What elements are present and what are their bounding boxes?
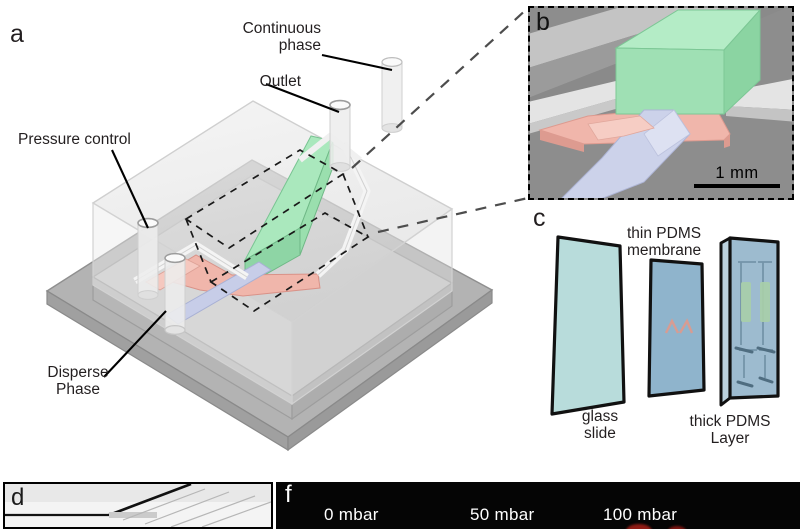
- panel-a: a: [10, 20, 494, 452]
- label-continuous-phase: Continuous phase: [242, 20, 321, 55]
- layer-thin-pdms-membrane: [647, 258, 706, 398]
- panel-b-letter: b: [536, 8, 550, 36]
- panel-d: d: [3, 482, 273, 529]
- micrograph-channel-band: [109, 512, 157, 518]
- micrograph-faint-lines: [122, 488, 271, 527]
- scale-bar-line: [694, 184, 780, 188]
- pink-membrane-edge: [540, 130, 584, 152]
- panel-b: b 1 mm: [528, 6, 794, 200]
- pink-membrane-edge-right: [724, 134, 730, 148]
- label-outlet: Outlet: [259, 73, 301, 90]
- port-outlet: [329, 99, 351, 172]
- panel-b-zoom-render: [530, 8, 792, 198]
- panel-c-letter: c: [533, 204, 546, 232]
- layer-thick-pdms: [719, 236, 780, 407]
- label-disperse-phase: Disperse Phase: [47, 364, 109, 399]
- pdms-slab-edge-right: [291, 281, 453, 421]
- layer-glass-slide: [550, 235, 626, 416]
- inset-selection-box: [184, 149, 370, 313]
- cover-right-face: [291, 207, 453, 406]
- scale-bar-label: 1 mm: [715, 163, 759, 182]
- panel-f-letter: f: [285, 482, 292, 508]
- label-glass-slide: glass slide: [581, 408, 619, 443]
- thick-pdms-chamber-right: [760, 282, 770, 322]
- panel-a-letter: a: [10, 20, 24, 48]
- panel-c: c: [520, 200, 800, 470]
- micrograph-edge-diagonal: [108, 484, 192, 517]
- scale-bar: 1 mm: [694, 163, 780, 188]
- label-pressure-control: Pressure control: [18, 131, 131, 148]
- wall-ridge-left-shadow: [530, 92, 640, 134]
- pressure-label-50: 50 mbar: [470, 505, 535, 524]
- green-chamber-zoom: [614, 8, 762, 116]
- panel-a-schematic: [45, 53, 494, 452]
- leader-disperse-phase: [103, 310, 167, 378]
- membrane-channel-hint-left: [664, 318, 680, 334]
- panel-c-exploded-view: [550, 235, 780, 416]
- label-thin-pdms-membrane: thin PDMS membrane: [627, 225, 702, 260]
- pressure-label-100: 100 mbar: [603, 505, 678, 524]
- port-pressure-control: [137, 217, 159, 300]
- thick-pdms-chamber-left: [741, 282, 751, 322]
- wall-ridge-right: [726, 79, 792, 110]
- droplet-blob-2: [668, 526, 686, 529]
- droplet-blob-1: [626, 524, 652, 529]
- pink-nozzle: [587, 115, 655, 141]
- label-thick-pdms-layer: thick PDMS Layer: [689, 413, 771, 448]
- wall-ridge-right-shadow: [726, 106, 792, 122]
- leader-outlet: [265, 83, 340, 113]
- base-plate-edge-right: [287, 288, 493, 452]
- pressure-label-0: 0 mbar: [324, 505, 379, 524]
- panel-f: f 0 mbar 50 mbar 100 mbar: [276, 482, 800, 529]
- blue-inlet-highlight: [643, 109, 691, 157]
- leader-pressure-control: [111, 149, 149, 229]
- membrane-channel-hint-right: [678, 318, 694, 334]
- wall-ridge-left: [530, 80, 640, 124]
- panel-d-letter: d: [11, 484, 25, 511]
- port-disperse-phase: [164, 252, 186, 336]
- panel-d-micrograph: [5, 484, 271, 527]
